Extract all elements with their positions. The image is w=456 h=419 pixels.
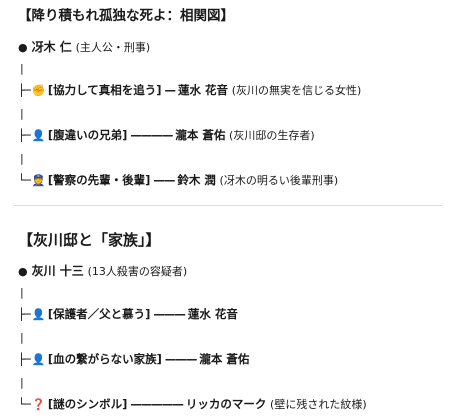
- root-note: (13人殺害の容疑者): [87, 265, 188, 278]
- tree-connector: ├─: [18, 83, 31, 97]
- vertical-connector: |: [20, 62, 24, 75]
- relation-label: [保護者／父と慕う]: [47, 307, 151, 321]
- related-character: 瀧本 蒼佑: [175, 128, 226, 142]
- vertical-connector: |: [20, 331, 24, 344]
- relation-row: └─❓[謎のシンボル]—————リッカのマーク (壁に残された紋様): [18, 396, 367, 412]
- relation-label: [警察の先輩・後輩]: [47, 173, 151, 187]
- relation-row: ├─👤[腹違いの兄弟]————瀧本 蒼佑 (灰川邸の生存者): [18, 127, 315, 143]
- tree-connector: └─: [18, 397, 31, 411]
- bullet-icon: ●: [18, 41, 28, 54]
- related-character: 瀧本 蒼佑: [199, 352, 250, 366]
- handshake-icon: ✊: [31, 84, 46, 97]
- vertical-connector: |: [20, 286, 24, 299]
- root-name: 灰川 十三: [31, 264, 84, 278]
- tree-connector: └─: [18, 173, 31, 187]
- section-divider: [14, 205, 442, 206]
- police-officer-icon: 👮: [31, 174, 46, 187]
- related-character: リッカのマーク: [185, 397, 267, 411]
- relation-label: [血の繋がらない家族]: [47, 352, 162, 366]
- relation-dash: —: [164, 83, 176, 97]
- character-note: (冴木の明るい後輩刑事): [219, 174, 339, 187]
- root-character: ●冴木 仁 (主人公・刑事): [18, 38, 150, 55]
- person-icon: 👤: [31, 353, 46, 366]
- relation-label: [協力して真相を追う]: [47, 83, 162, 97]
- person-icon: 👤: [31, 129, 46, 142]
- tree-connector: ├─: [18, 128, 31, 142]
- section-title: 【灰川邸と「家族」】: [18, 231, 161, 249]
- relation-dash: ——: [153, 173, 175, 187]
- bullet-icon: ●: [18, 265, 28, 278]
- relation-row: ├─👤[血の繋がらない家族]———瀧本 蒼佑: [18, 351, 249, 367]
- root-note: (主人公・刑事): [75, 41, 151, 54]
- character-note: (壁に残された紋様): [270, 398, 367, 411]
- relation-dash: ————: [130, 128, 173, 142]
- tree-connector: ├─: [18, 352, 31, 366]
- related-character: 蓮水 花音: [187, 307, 238, 321]
- root-character: ●灰川 十三 (13人殺害の容疑者): [18, 262, 187, 279]
- related-character: 蓮水 花音: [178, 83, 229, 97]
- question-mark-icon: ❓: [31, 398, 46, 411]
- relation-row: ├─👤[保護者／父と慕う]———蓮水 花音: [18, 306, 238, 322]
- related-character: 鈴木 潤: [177, 173, 216, 187]
- vertical-connector: |: [20, 376, 24, 389]
- person-icon: 👤: [31, 308, 46, 321]
- section-title: 【降り積もれ孤独な死よ：相関図】: [18, 8, 234, 24]
- relation-row: ├─✊[協力して真相を追う]—蓮水 花音 (灰川の無実を信じる女性): [18, 82, 361, 98]
- character-note: (灰川の無実を信じる女性): [231, 84, 362, 97]
- tree-connector: ├─: [18, 307, 31, 321]
- relation-row: └─👮[警察の先輩・後輩]——鈴木 潤 (冴木の明るい後輩刑事): [18, 172, 338, 188]
- relation-dash: ———: [153, 307, 185, 321]
- relation-dash: —————: [130, 397, 183, 411]
- relation-dash: ———: [164, 352, 197, 366]
- root-name: 冴木 仁: [31, 40, 72, 54]
- relation-label: [謎のシンボル]: [47, 397, 128, 411]
- vertical-connector: |: [20, 152, 24, 165]
- vertical-connector: |: [20, 107, 24, 120]
- character-note: (灰川邸の生存者): [229, 129, 315, 142]
- relation-label: [腹違いの兄弟]: [47, 128, 128, 142]
